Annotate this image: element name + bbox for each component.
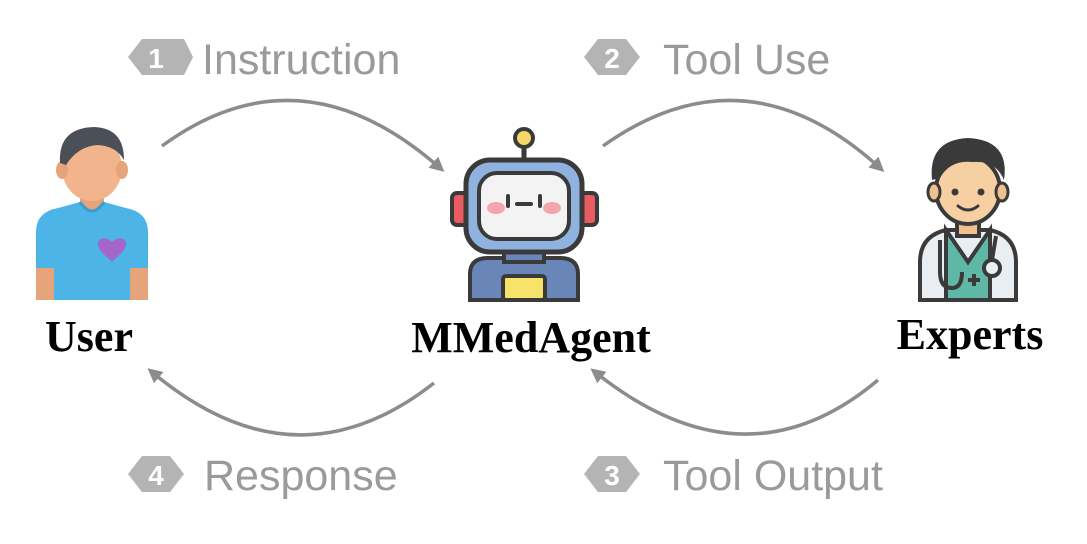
stethoscope-icon [938,240,964,291]
step-2-tool-use: 2 Tool Use [584,36,830,84]
step-1-label: Instruction [202,36,400,84]
step-1-hexagon-icon [128,39,184,75]
step-2-number: 2 [604,43,620,74]
doctor-icon [918,138,1018,302]
step-2-label: Tool Use [663,36,830,84]
heart-icon [98,238,126,262]
step-4-hexagon-icon [128,456,184,492]
step-2-hexagon-icon [584,39,640,75]
arrow-tool-use [601,98,885,172]
robot-icon [450,127,599,302]
step-3-tool-output: 3 Tool Output [584,452,883,500]
arrow-tool-output [590,368,880,436]
step-1-instruction: 1 Instruction [128,36,400,84]
step-3-number: 3 [604,460,620,491]
step-4-label: Response [204,452,398,500]
step-4-response: 4 Response [128,452,398,500]
user-label: User [45,312,133,361]
arrow-instruction [160,98,445,172]
arrow-response [147,368,436,437]
experts-label: Experts [897,310,1044,359]
mmedagent-label: MMedAgent [411,313,651,362]
user-icon [36,127,148,300]
step-3-label: Tool Output [663,452,883,500]
step-4-number: 4 [148,460,164,491]
step-1-number: 1 [148,43,164,74]
step-3-hexagon-icon [584,456,640,492]
